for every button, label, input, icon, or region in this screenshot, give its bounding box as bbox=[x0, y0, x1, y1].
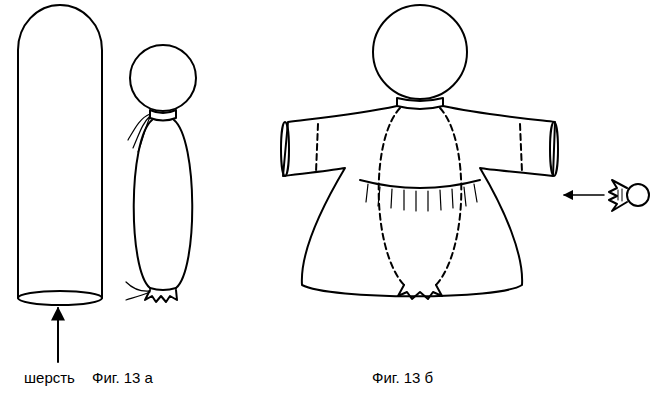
fabric-tube bbox=[18, 5, 102, 305]
tied-doll bbox=[126, 45, 196, 302]
material-label: шерсть bbox=[24, 370, 75, 385]
hand-piece bbox=[564, 180, 649, 211]
wool-arrow bbox=[57, 308, 59, 362]
dressed-doll bbox=[281, 5, 558, 299]
figure-caption: Фиг. 13 б bbox=[372, 370, 433, 385]
figure-caption: Фиг. 13 а bbox=[92, 370, 153, 385]
